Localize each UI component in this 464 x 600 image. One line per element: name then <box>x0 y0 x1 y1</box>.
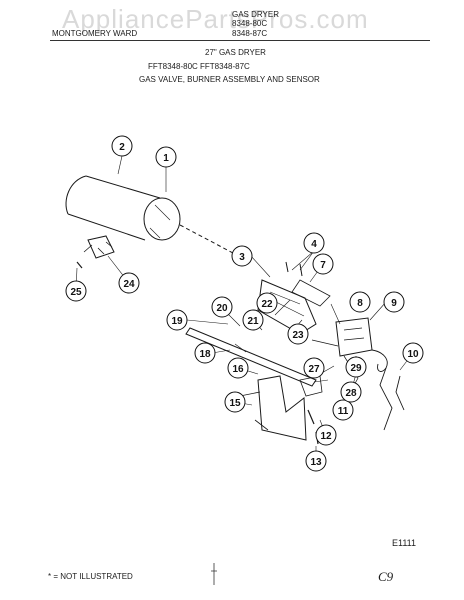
svg-text:13: 13 <box>310 457 322 468</box>
svg-text:22: 22 <box>261 299 273 310</box>
callout-24: 24 <box>118 272 140 294</box>
coil <box>371 349 388 372</box>
mounting-bracket <box>257 375 307 441</box>
burner-tube-back <box>65 175 87 215</box>
callout-1: 1 <box>155 146 177 168</box>
callout-9: 9 <box>383 291 405 313</box>
callout-3: 3 <box>231 245 253 267</box>
model-numbers: FFT8348-80C FFT8348-87C <box>148 62 250 71</box>
callout-4: 4 <box>303 232 325 254</box>
header-product: GAS DRYER <box>232 10 279 19</box>
callout-8: 8 <box>349 291 371 313</box>
svg-text:20: 20 <box>216 303 228 314</box>
svg-text:18: 18 <box>199 349 211 360</box>
burner-tube-end <box>143 197 181 241</box>
svg-text:7: 7 <box>320 260 326 271</box>
svg-text:12: 12 <box>320 431 332 442</box>
header-rule <box>50 40 430 41</box>
svg-text:8: 8 <box>357 298 363 309</box>
svg-text:3: 3 <box>239 252 245 263</box>
svg-text:28: 28 <box>345 388 357 399</box>
callout-20: 20 <box>211 296 233 318</box>
figure-code: E1111 <box>392 538 417 548</box>
svg-text:24: 24 <box>123 279 135 290</box>
svg-text:15: 15 <box>229 398 241 409</box>
sensor <box>87 235 115 259</box>
footnote: * = NOT ILLUSTRATED <box>48 572 133 581</box>
callout-7: 7 <box>312 253 334 275</box>
svg-text:27: 27 <box>308 364 320 375</box>
gas-pipe <box>185 327 317 387</box>
svg-text:9: 9 <box>391 298 397 309</box>
page-number: C9 <box>378 569 394 584</box>
svg-text:1: 1 <box>163 153 169 164</box>
gas-valve <box>335 317 373 357</box>
callout-28: 28 <box>340 381 362 403</box>
callout-18: 18 <box>194 342 216 364</box>
callout-13: 13 <box>305 450 327 472</box>
svg-text:23: 23 <box>292 330 304 341</box>
section-title: GAS VALVE, BURNER ASSEMBLY AND SENSOR <box>139 75 320 84</box>
svg-text:21: 21 <box>247 316 259 327</box>
svg-text:25: 25 <box>70 287 82 298</box>
callout-15: 15 <box>224 391 246 413</box>
watermark-text: AppliancePartsPros.com <box>62 4 369 34</box>
callout-21: 21 <box>242 309 264 331</box>
burner-tube <box>67 175 161 241</box>
callout-11: 11 <box>332 399 354 421</box>
header-model-line2: 8348-87C <box>232 29 268 38</box>
callout-12: 12 <box>315 424 337 446</box>
svg-text:29: 29 <box>350 363 362 374</box>
bracket <box>291 279 331 307</box>
callout-10: 10 <box>402 342 424 364</box>
callout-19: 19 <box>166 309 188 331</box>
callout-29: 29 <box>345 356 367 378</box>
page-title: 27" GAS DRYER <box>205 48 266 57</box>
callout-27: 27 <box>303 357 325 379</box>
callout-16: 16 <box>227 357 249 379</box>
svg-text:11: 11 <box>338 406 349 417</box>
callout-22: 22 <box>256 292 278 314</box>
svg-text:19: 19 <box>171 316 183 327</box>
svg-text:10: 10 <box>407 349 419 360</box>
svg-text:2: 2 <box>119 142 125 153</box>
svg-text:16: 16 <box>232 364 244 375</box>
header-model-line1: 8348-80C <box>232 19 268 28</box>
callout-23: 23 <box>287 323 309 345</box>
header-brand: MONTGOMERY WARD <box>52 29 138 38</box>
callout-25: 25 <box>65 280 87 302</box>
svg-text:4: 4 <box>311 239 317 250</box>
callouts: 1 2 3 4 7 8 9 10 11 12 13 15 16 18 19 20… <box>65 135 424 472</box>
callout-2: 2 <box>111 135 133 157</box>
